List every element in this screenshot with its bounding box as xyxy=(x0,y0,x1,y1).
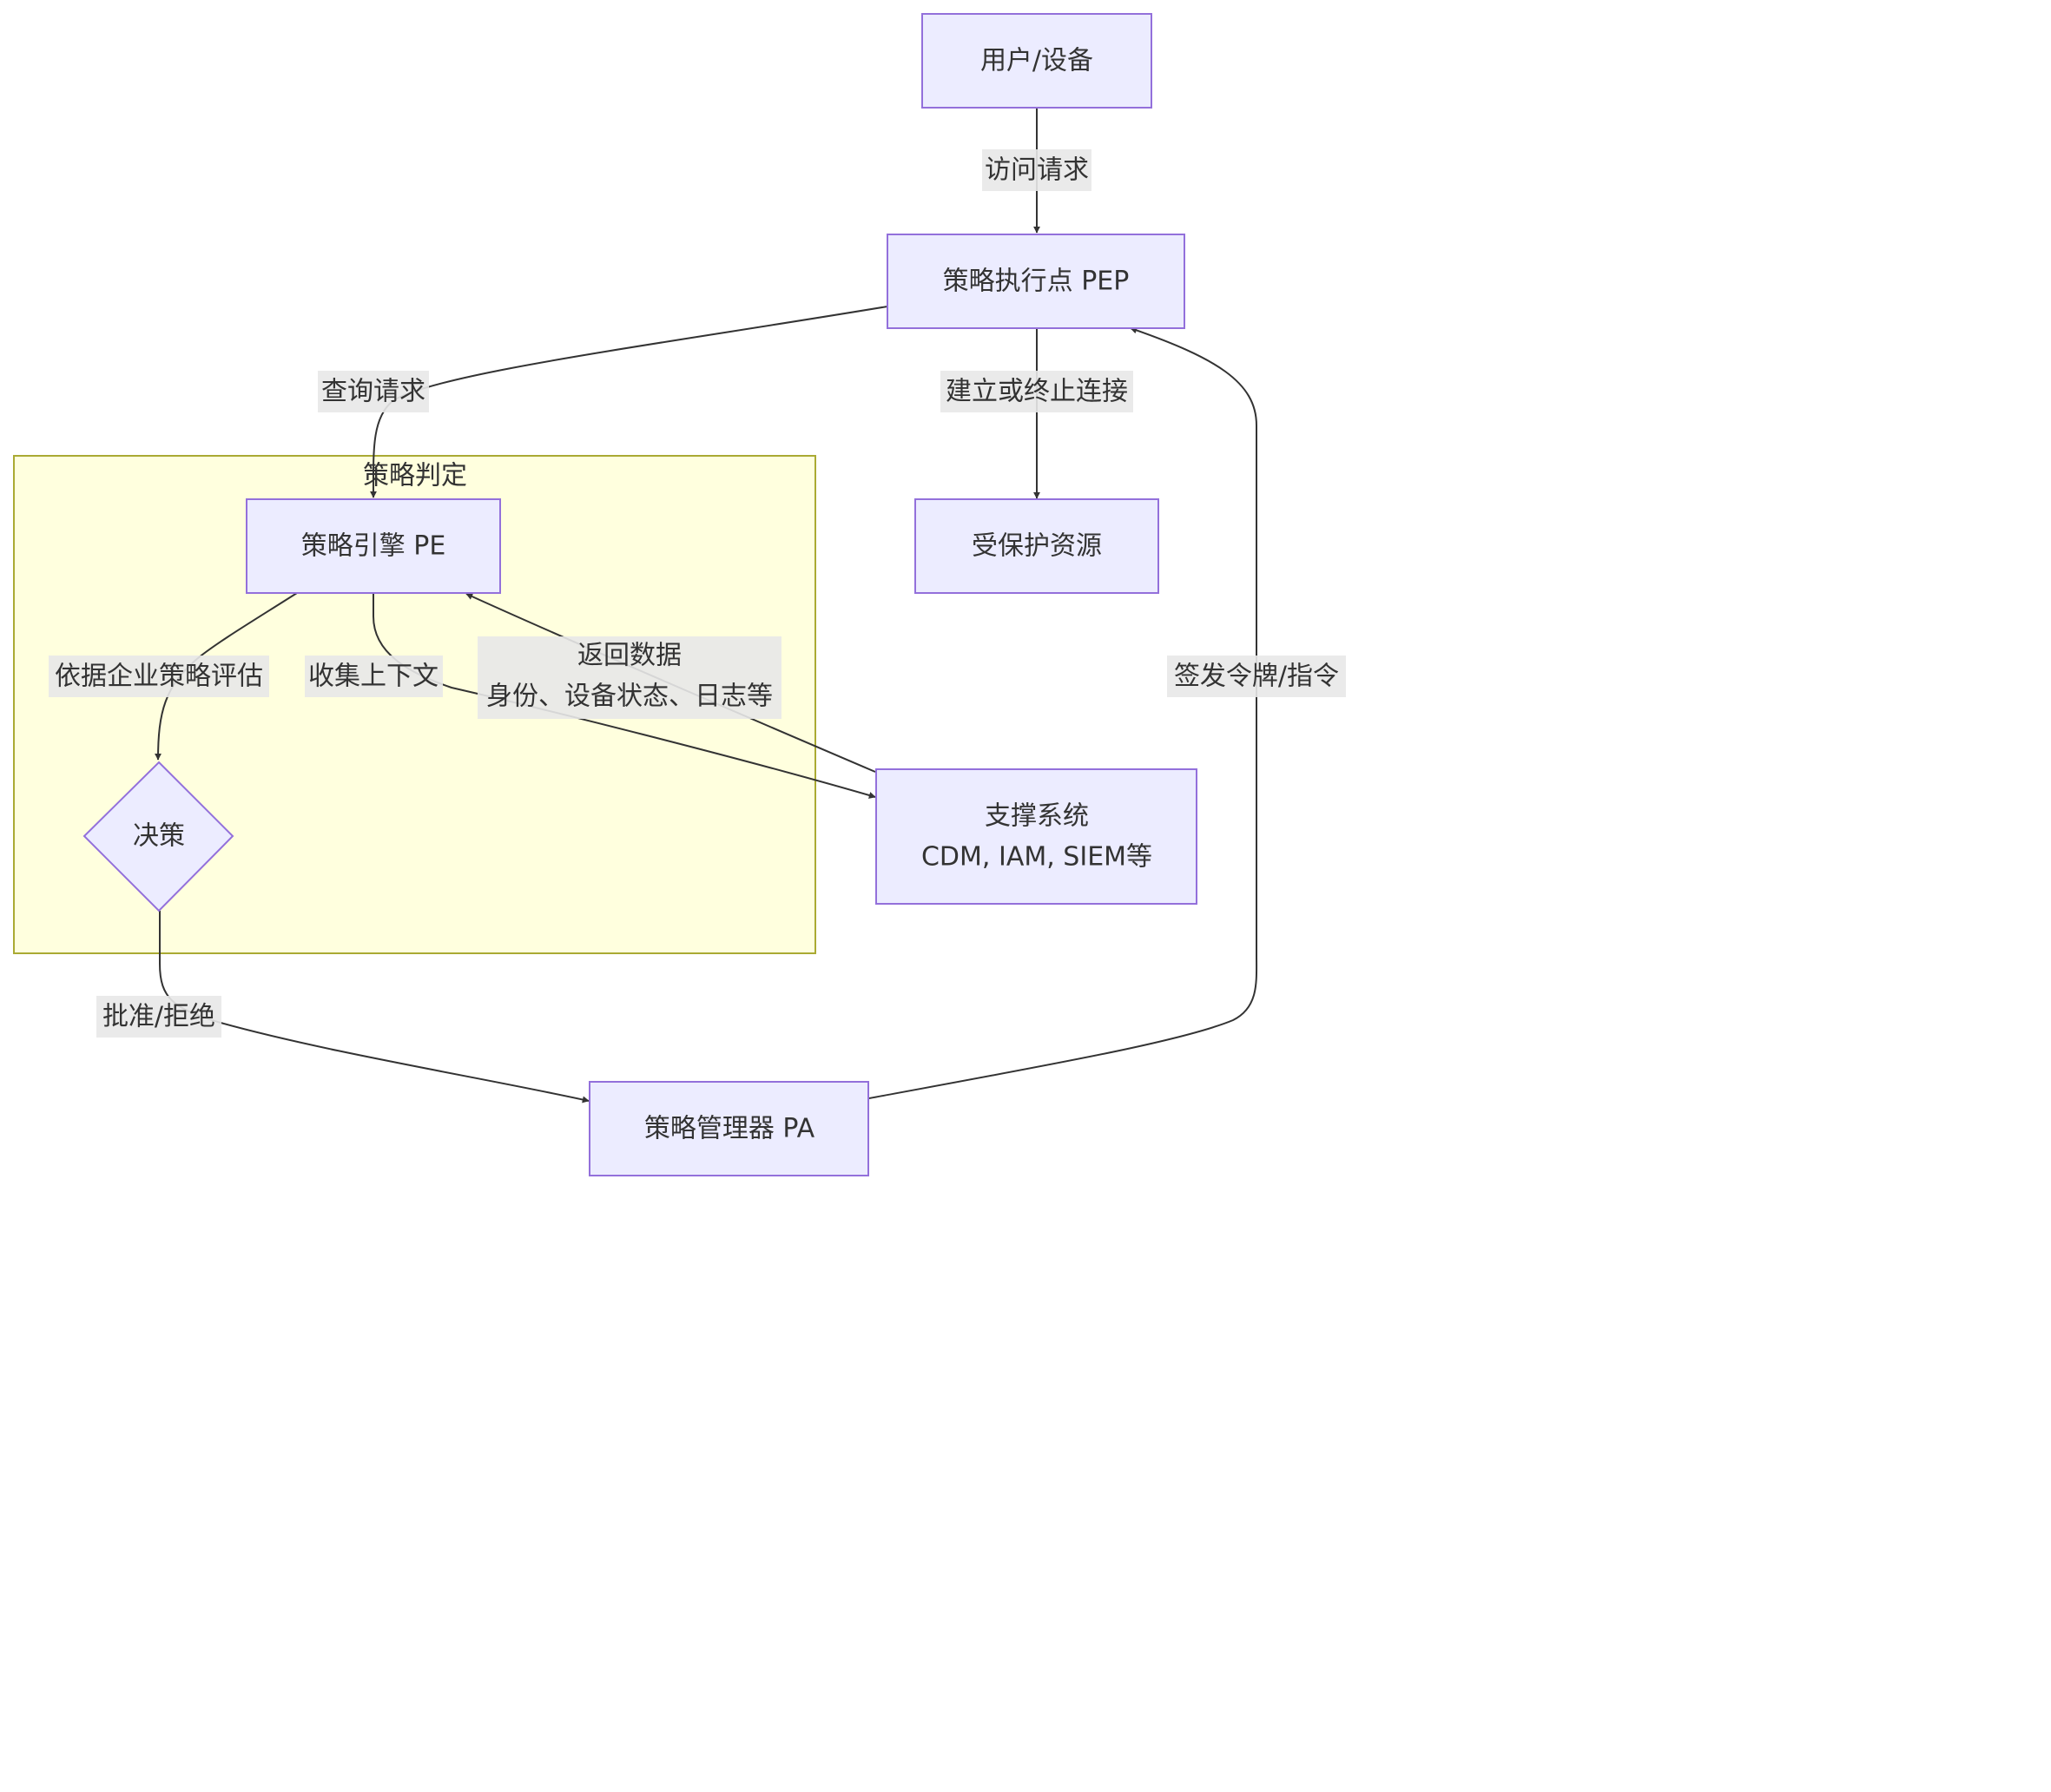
edge-approve-reject xyxy=(159,911,590,1104)
svg-text:签发令牌/指令: 签发令牌/指令 xyxy=(1174,662,1339,692)
edge-label-establish-connection: 建立或终止连接 xyxy=(940,371,1133,412)
node-support-systems-line2: CDM, IAM, SIEM等 xyxy=(921,842,1152,873)
node-support-systems[interactable]: 支撑系统 CDM, IAM, SIEM等 xyxy=(875,768,1197,905)
node-protected-resource-label: 受保护资源 xyxy=(972,531,1102,562)
node-pe-label: 策略引擎 PE xyxy=(301,531,446,562)
node-user-device-label: 用户/设备 xyxy=(980,46,1093,76)
edge-query-request xyxy=(369,306,888,498)
svg-text:身份、设备状态、日志等: 身份、设备状态、日志等 xyxy=(486,682,773,712)
svg-text:返回数据: 返回数据 xyxy=(577,641,682,671)
node-pa[interactable]: 策略管理器 PA xyxy=(589,1081,869,1176)
edge-label-evaluate-policy: 依据企业策略评估 xyxy=(49,656,269,697)
node-support-systems-line1: 支撑系统 xyxy=(985,801,1089,832)
svg-text:建立或终止连接: 建立或终止连接 xyxy=(946,377,1128,407)
svg-text:查询请求: 查询请求 xyxy=(321,377,425,407)
svg-text:依据企业策略评估: 依据企业策略评估 xyxy=(55,662,263,692)
node-decision[interactable]: 决策 xyxy=(82,761,234,912)
node-user-device[interactable]: 用户/设备 xyxy=(921,13,1152,109)
edge-label-issue-token: 签发令牌/指令 xyxy=(1167,656,1346,697)
flowchart: 策略判定 访问请求 查询请求 建立或终止连接 依据企业策略评估 收集上下文 返回… xyxy=(13,13,1346,1176)
edge-label-access-request: 访问请求 xyxy=(982,149,1091,191)
node-pep-label: 策略执行点 PEP xyxy=(943,267,1130,297)
cluster-title: 策略判定 xyxy=(363,461,467,491)
edge-label-return-data: 返回数据 身份、设备状态、日志等 xyxy=(478,636,781,719)
edge-label-collect-context: 收集上下文 xyxy=(305,656,443,697)
edge-label-query-request: 查询请求 xyxy=(318,371,429,412)
svg-text:批准/拒绝: 批准/拒绝 xyxy=(102,1002,215,1032)
svg-text:访问请求: 访问请求 xyxy=(985,155,1089,186)
node-decision-label: 决策 xyxy=(133,821,185,852)
edge-issue-token xyxy=(868,326,1258,1099)
edge-label-approve-reject: 批准/拒绝 xyxy=(96,996,221,1038)
node-pa-label: 策略管理器 PA xyxy=(644,1114,815,1144)
node-protected-resource[interactable]: 受保护资源 xyxy=(914,498,1159,594)
node-pep[interactable]: 策略执行点 PEP xyxy=(887,234,1185,329)
svg-text:收集上下文: 收集上下文 xyxy=(308,662,439,692)
node-pe[interactable]: 策略引擎 PE xyxy=(246,498,501,594)
